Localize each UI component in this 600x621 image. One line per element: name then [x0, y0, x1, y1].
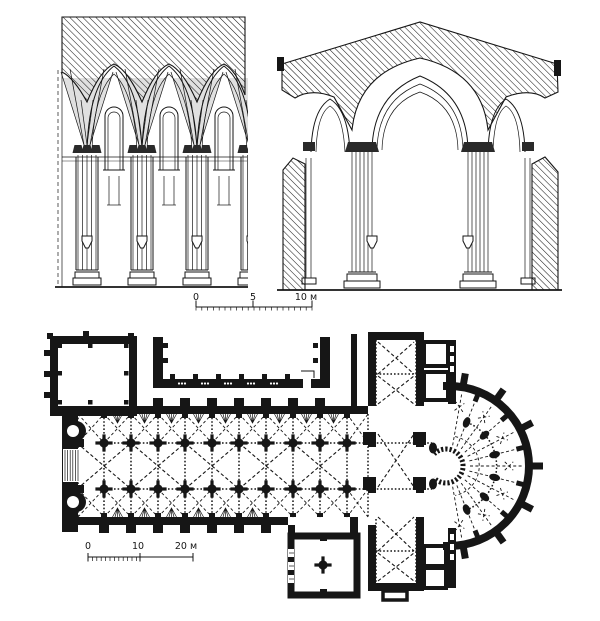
- screen-wall: [351, 334, 357, 413]
- south-porch: [381, 589, 409, 602]
- plan-scale-bar: 0 10 20 м: [85, 541, 197, 562]
- cloister-wall: [153, 337, 163, 387]
- scale-tick-label: 5: [250, 292, 256, 303]
- plan-walls: [50, 332, 533, 602]
- wall-staircase: [63, 449, 80, 482]
- se-chapel: [422, 566, 448, 590]
- piers-and-responds: [301, 142, 536, 289]
- vault-rib-lines: [76, 340, 524, 592]
- ne-chapel: [422, 340, 450, 368]
- scale-tick-label: 0: [85, 541, 91, 552]
- vault-hatch-band: [61, 16, 246, 104]
- west-block: [50, 336, 137, 416]
- cloister-door: [301, 370, 315, 378]
- south-nave-wall: [62, 517, 288, 525]
- cloister-wall: [320, 337, 330, 387]
- apse-hemicycle-colonnade: [432, 446, 466, 486]
- right-wall-hatch: [531, 156, 559, 291]
- longitudinal-section-drawing: [55, 16, 248, 288]
- plan-repeated-elements: [44, 331, 543, 594]
- section-scale-bar: 0 5 10 м: [193, 292, 317, 311]
- north-transept-wall: [368, 332, 424, 340]
- left-wall-hatch: [282, 157, 306, 291]
- south-transept-wall: [368, 525, 376, 591]
- eave-finial: [554, 60, 561, 76]
- roof-hatch: [281, 21, 559, 132]
- aisle-arches: [310, 98, 526, 153]
- columns-and-niches: [60, 68, 248, 286]
- north-nave-wall: [50, 406, 368, 414]
- se-chapel: [422, 544, 448, 568]
- nave-arch: [371, 75, 469, 151]
- transverse-section-drawing: [277, 21, 562, 291]
- ground-plan-drawing: [44, 331, 543, 602]
- west-portal: [67, 425, 79, 437]
- scale-tick-label: 10: [132, 541, 144, 552]
- scale-tick-label: 10 м: [295, 292, 317, 303]
- scale-tick-label: 20 м: [175, 541, 197, 552]
- scale-tick-label: 0: [193, 292, 199, 303]
- apse-outer-wall: [448, 382, 533, 550]
- eave-finial: [277, 57, 284, 71]
- west-portal: [67, 496, 79, 508]
- cloister-wall: [153, 379, 330, 388]
